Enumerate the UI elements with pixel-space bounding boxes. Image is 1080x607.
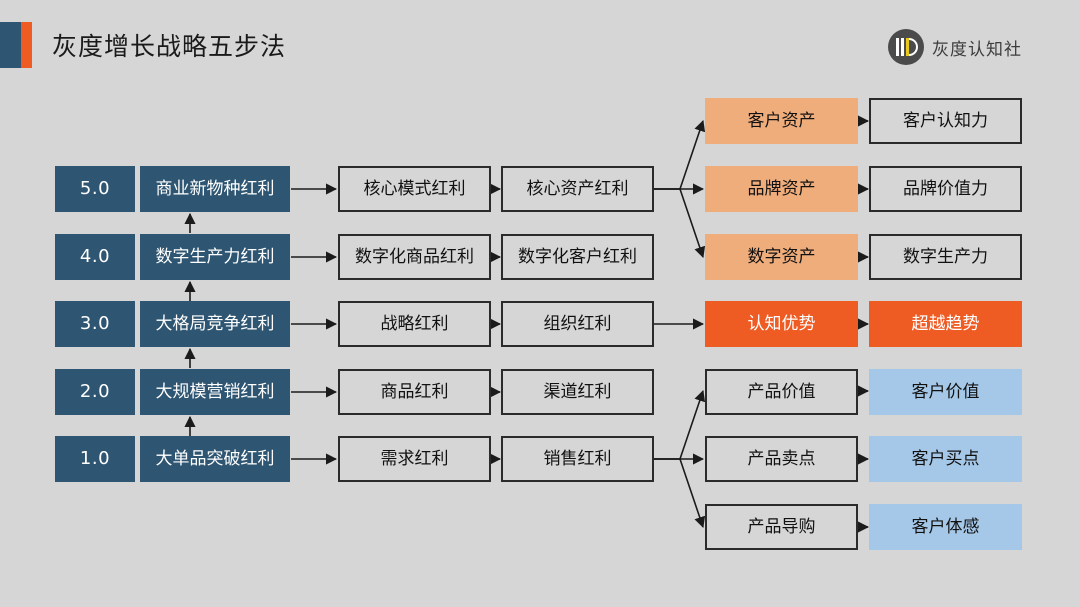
stage-name-5[interactable]: 商业新物种红利	[140, 166, 290, 212]
stage-col2-3[interactable]: 战略红利	[338, 301, 491, 347]
customer-box-2[interactable]: 客户买点	[869, 436, 1022, 482]
brand-logo: 灰度认知社	[888, 27, 1022, 67]
stage-name-3[interactable]: 大格局竞争红利	[140, 301, 290, 347]
stage-version-5[interactable]: 5.0	[55, 166, 135, 212]
brand-name: 灰度认知社	[932, 39, 1022, 60]
stage-col2-1[interactable]: 需求红利	[338, 436, 491, 482]
stage-col3-1[interactable]: 销售红利	[501, 436, 654, 482]
stage-col2-2[interactable]: 商品红利	[338, 369, 491, 415]
stage-name-2[interactable]: 大规模营销红利	[140, 369, 290, 415]
header-accent-orange-icon	[21, 22, 32, 68]
product-box-2[interactable]: 产品卖点	[705, 436, 858, 482]
outcome-box-1[interactable]: 客户认知力	[869, 98, 1022, 144]
hd-circle-logo-icon	[888, 29, 924, 65]
stage-version-3[interactable]: 3.0	[55, 301, 135, 347]
advantage-outcome-box[interactable]: 超越趋势	[869, 301, 1022, 347]
stage-name-4[interactable]: 数字生产力红利	[140, 234, 290, 280]
stage-col3-2[interactable]: 渠道红利	[501, 369, 654, 415]
asset-box-1[interactable]: 客户资产	[705, 98, 858, 144]
stage-version-4[interactable]: 4.0	[55, 234, 135, 280]
stage-version-2[interactable]: 2.0	[55, 369, 135, 415]
page-title: 灰度增长战略五步法	[52, 32, 287, 61]
outcome-box-2[interactable]: 品牌价值力	[869, 166, 1022, 212]
customer-box-3[interactable]: 客户体感	[869, 504, 1022, 550]
advantage-box[interactable]: 认知优势	[705, 301, 858, 347]
stage-col2-4[interactable]: 数字化商品红利	[338, 234, 491, 280]
stage-col3-4[interactable]: 数字化客户红利	[501, 234, 654, 280]
asset-box-2[interactable]: 品牌资产	[705, 166, 858, 212]
header-accent-blue-icon	[0, 22, 21, 68]
asset-box-3[interactable]: 数字资产	[705, 234, 858, 280]
stage-col3-3[interactable]: 组织红利	[501, 301, 654, 347]
outcome-box-3[interactable]: 数字生产力	[869, 234, 1022, 280]
stage-version-1[interactable]: 1.0	[55, 436, 135, 482]
stage-col2-5[interactable]: 核心模式红利	[338, 166, 491, 212]
stage-name-1[interactable]: 大单品突破红利	[140, 436, 290, 482]
product-box-3[interactable]: 产品导购	[705, 504, 858, 550]
customer-box-1[interactable]: 客户价值	[869, 369, 1022, 415]
product-box-1[interactable]: 产品价值	[705, 369, 858, 415]
stage-col3-5[interactable]: 核心资产红利	[501, 166, 654, 212]
slide-header: 灰度增长战略五步法 灰度认知社	[0, 0, 1080, 90]
